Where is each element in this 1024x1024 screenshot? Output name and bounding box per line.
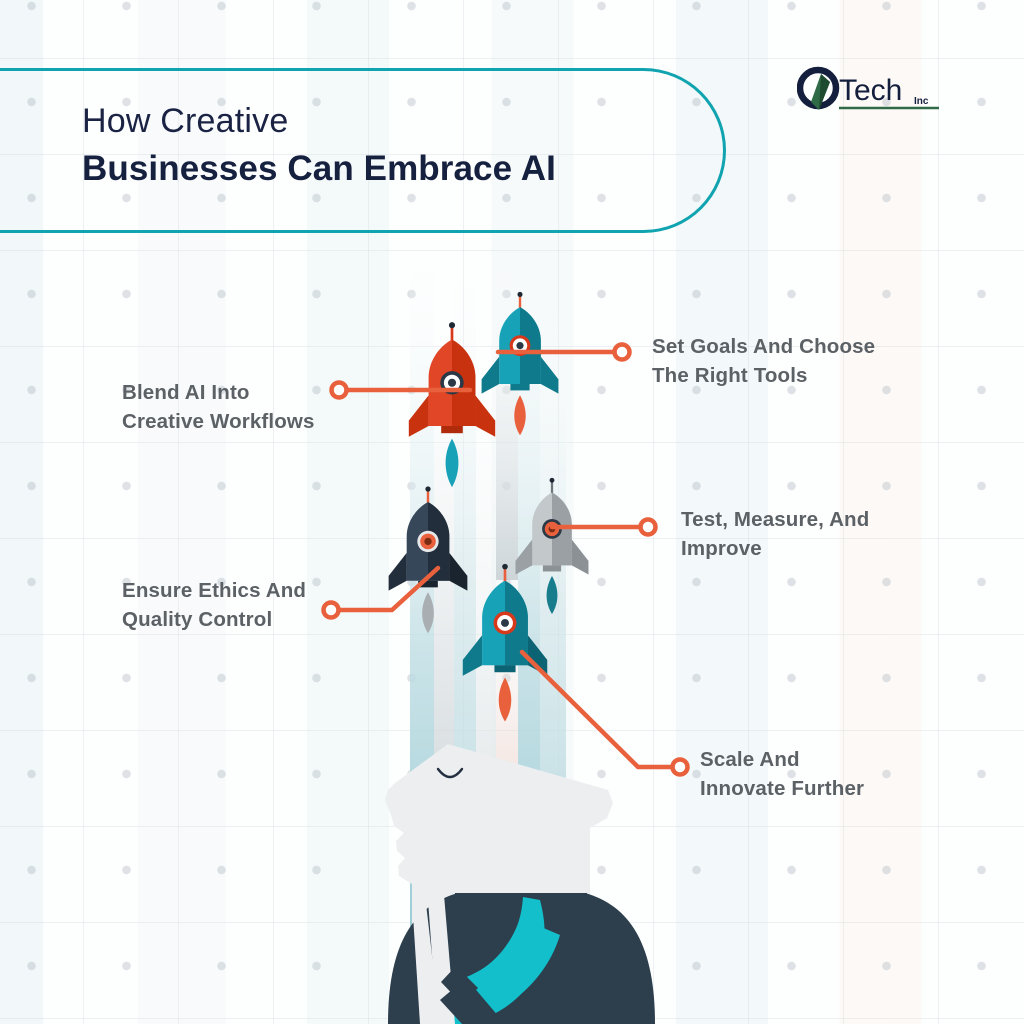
brand-suffix: Inc <box>914 96 929 107</box>
title-line-2: Businesses Can Embrace AI <box>82 148 556 188</box>
closed-eye-icon <box>436 767 464 779</box>
step-label-test-measure: Test, Measure, And Improve <box>681 508 870 561</box>
marker-set-goals <box>612 342 632 362</box>
brand-logo[interactable]: Tech Inc <box>797 66 952 118</box>
rocket-teal-top <box>481 291 559 436</box>
marker-blend-ai <box>329 380 349 400</box>
step-label-set-goals: Set Goals And Choose The Right Tools <box>652 335 876 388</box>
q-letter-mark-icon <box>797 66 840 110</box>
step-label-blend-ai: Blend AI Into Creative Workflows <box>122 381 315 434</box>
title-pill-frame <box>0 68 726 233</box>
step-label-scale-innovate: Scale And Innovate Further <box>700 748 865 801</box>
connector-ensure-ethics <box>334 565 441 613</box>
page-title: How Creative Businesses Can Embrace AI <box>82 100 702 190</box>
connector-scale-innovate <box>519 649 677 770</box>
brand-name: Tech <box>839 74 902 107</box>
rocket-dark <box>388 486 468 634</box>
marker-ensure-ethics <box>321 600 341 620</box>
suit-and-shirt <box>388 893 655 1024</box>
marker-scale-innovate <box>670 757 690 777</box>
marker-test-measure <box>638 517 658 537</box>
step-label-ensure-ethics: Ensure Ethics And Quality Control <box>122 579 307 632</box>
title-line-1: How Creative <box>82 102 289 140</box>
collar-left <box>412 895 440 1024</box>
rocket-teal-bottom <box>462 563 548 722</box>
suit-right <box>585 893 655 1024</box>
tie-knot <box>441 966 478 1004</box>
rocket-red <box>408 322 496 488</box>
